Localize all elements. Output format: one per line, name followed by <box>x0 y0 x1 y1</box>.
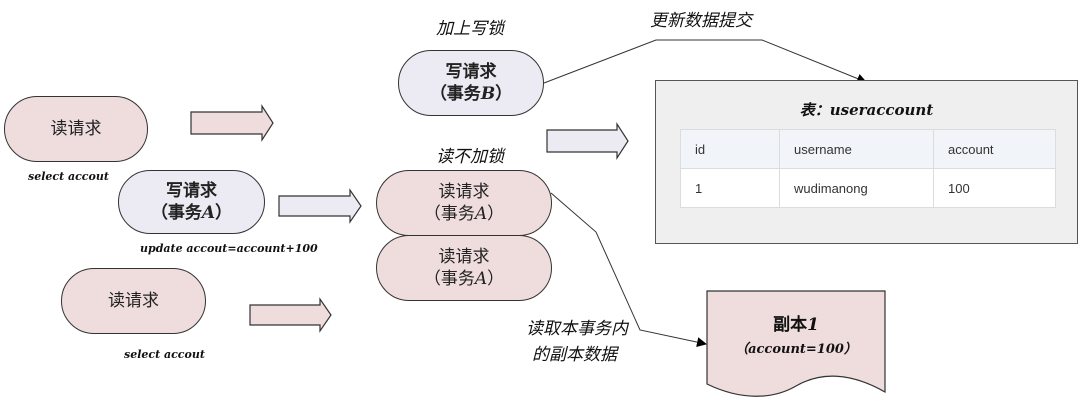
read-request-a-1-sub: （事务A） <box>423 204 505 224</box>
read-request-1: 读请求 <box>4 96 148 162</box>
no-lock-label: 读不加锁 <box>436 147 504 167</box>
write-request-a-sub: （事务A） <box>150 203 233 223</box>
user-account-table-panel: 表：useraccount id username account 1 wudi… <box>655 80 1078 244</box>
read-copy-label-1: 读取本事务内 <box>526 319 628 339</box>
commit-label: 更新数据提交 <box>650 11 752 31</box>
user-account-table: id username account 1 wudimanong 100 <box>680 129 1056 208</box>
write-request-a-label: 写请求 <box>166 181 217 201</box>
header-account: account <box>933 129 1056 169</box>
header-id: id <box>680 129 780 169</box>
commit-connector <box>543 39 867 84</box>
write-request-b-label: 写请求 <box>445 62 497 82</box>
read-request-a-2-sub: （事务A） <box>423 269 505 289</box>
read-copy-label-2: 的副本数据 <box>532 345 617 365</box>
cell-id: 1 <box>680 168 780 208</box>
write-request-b: 写请求 （事务B） <box>398 50 544 116</box>
read-request-1-caption: select accout <box>28 170 109 183</box>
table-row: 1 wudimanong 100 <box>680 168 1056 208</box>
write-request-a-caption: update accout=account+100 <box>140 242 318 255</box>
block-arrow-write <box>278 188 362 224</box>
cell-account: 100 <box>933 168 1056 208</box>
read-request-1-label: 读请求 <box>50 119 102 139</box>
read-request-2-caption: select accout <box>124 348 205 361</box>
copy-doc-shape <box>706 290 886 397</box>
read-request-a-2: 读请求 （事务A） <box>376 235 552 301</box>
write-request-a: 写请求 （事务A） <box>118 170 265 234</box>
read-request-2: 读请求 <box>61 268 206 334</box>
table-header-row: id username account <box>680 129 1056 169</box>
read-copy-connector <box>550 192 707 348</box>
read-request-a-2-label: 读请求 <box>438 247 490 267</box>
header-username: username <box>779 129 934 169</box>
table-title: 表：useraccount <box>799 101 934 119</box>
cell-username: wudimanong <box>779 168 934 208</box>
copy-doc-value: （account=100） <box>735 342 857 357</box>
read-request-2-label: 读请求 <box>108 291 159 311</box>
read-request-a-1: 读请求 （事务A） <box>376 170 552 236</box>
copy-doc-title: 副本1 <box>773 315 819 335</box>
block-arrow-read2 <box>249 297 332 333</box>
write-request-b-sub: （事务B） <box>429 84 513 104</box>
block-arrow-to-table <box>546 121 629 161</box>
read-request-a-1-label: 读请求 <box>438 182 490 202</box>
write-lock-label: 加上写锁 <box>436 19 504 39</box>
block-arrow-read1 <box>190 103 274 143</box>
